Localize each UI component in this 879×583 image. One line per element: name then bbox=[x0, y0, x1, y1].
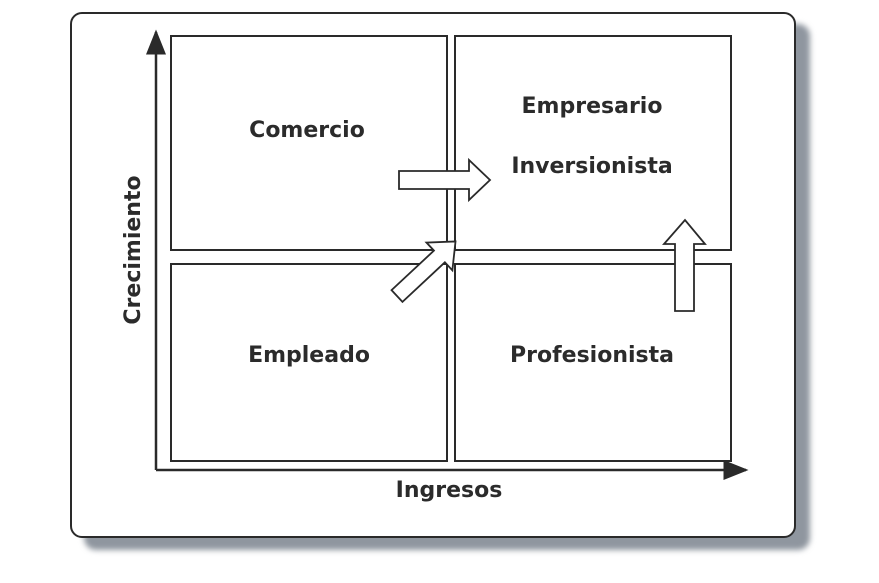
y-axis-label: Crecimiento bbox=[121, 175, 146, 324]
x-axis-label: Ingresos bbox=[396, 478, 503, 503]
quadrant-label-comercio: Comercio bbox=[249, 118, 365, 143]
arrow-up-icon bbox=[662, 218, 707, 312]
quadrant-label-inversionista: Inversionista bbox=[511, 154, 672, 179]
quadrant-top-right bbox=[454, 35, 732, 251]
quadrant-top-left bbox=[170, 35, 448, 251]
quadrant-bottom-right bbox=[454, 263, 732, 462]
arrow-right-icon bbox=[398, 157, 492, 203]
quadrant-bottom-left bbox=[170, 263, 448, 462]
arrow-diagonal-icon bbox=[390, 240, 457, 304]
quadrant-label-empresario: Empresario bbox=[522, 94, 663, 119]
quadrant-label-profesionista: Profesionista bbox=[510, 343, 674, 368]
quadrant-label-empleado: Empleado bbox=[248, 343, 370, 368]
